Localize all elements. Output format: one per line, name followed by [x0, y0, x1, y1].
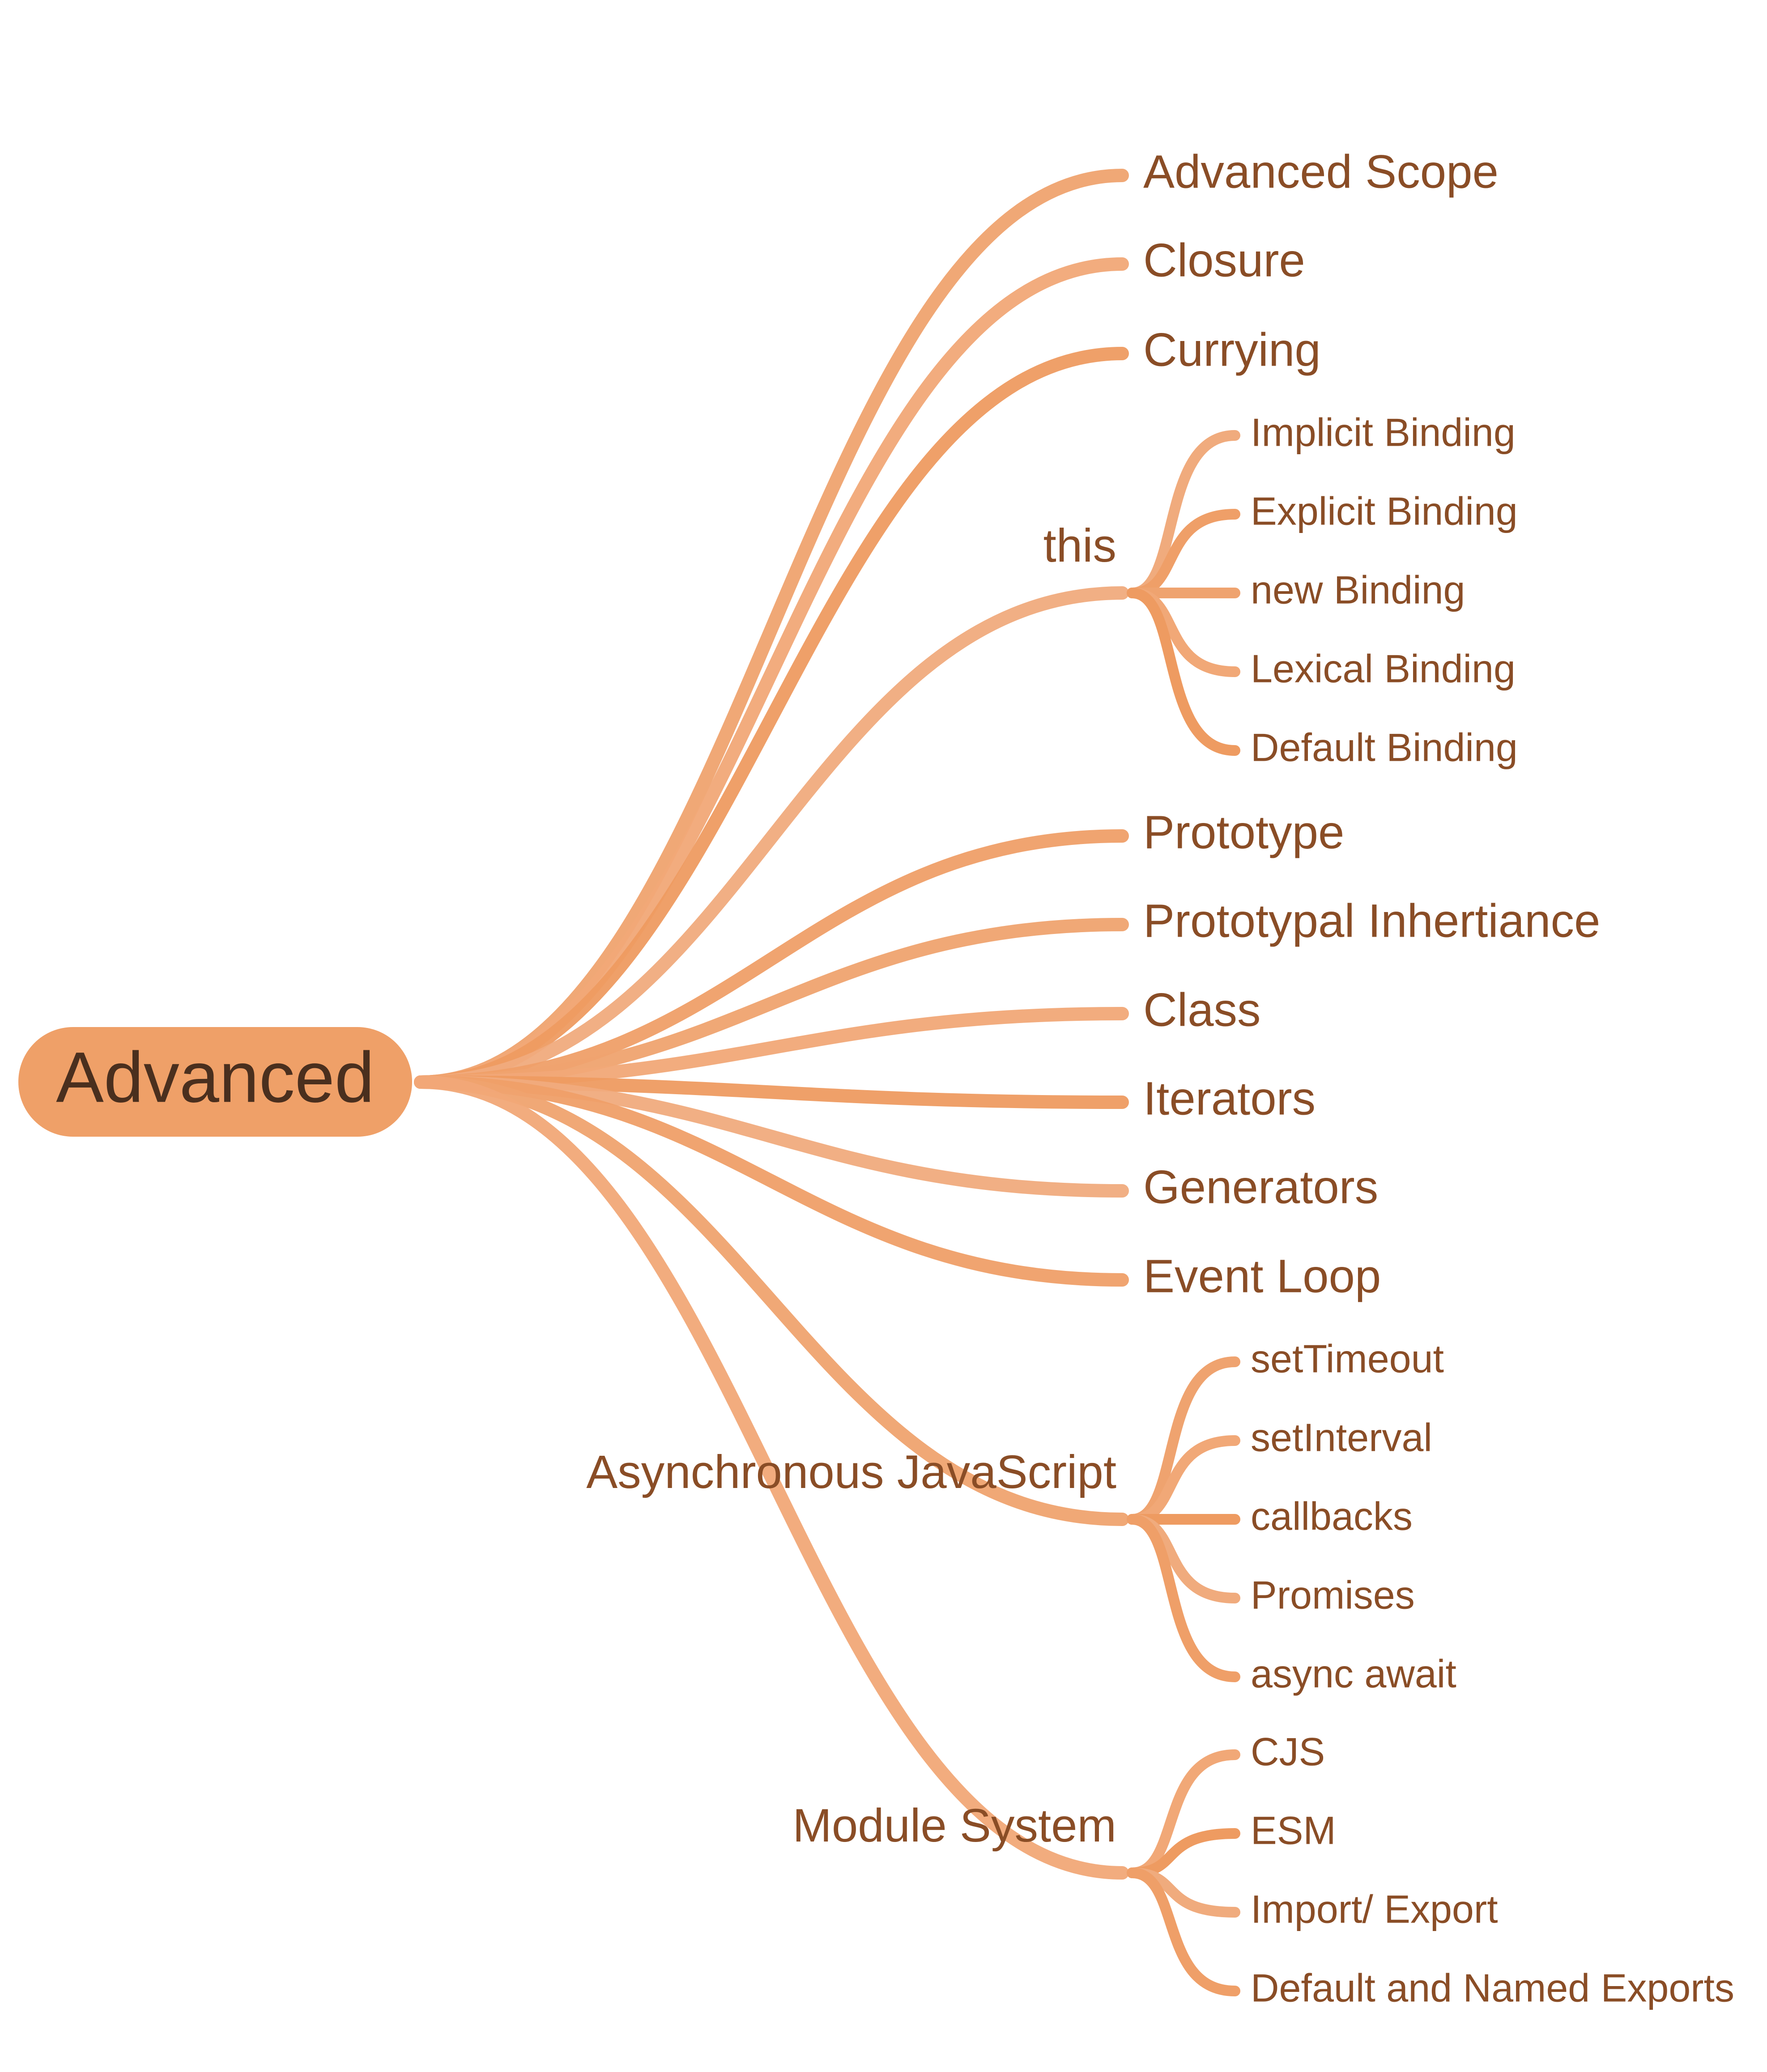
branch-label-prototype[interactable]: Prototype: [1143, 806, 1344, 859]
branch-edge-event-loop: [414, 1075, 1129, 1287]
branch-label-prototypal-inhertiance[interactable]: Prototypal Inhertiance: [1143, 895, 1600, 947]
child-edge-default-and-named-exports: [1127, 1867, 1240, 1996]
branch-edge-advanced-scope: [414, 169, 1129, 1089]
branch-label-currying[interactable]: Currying: [1143, 324, 1321, 376]
child-label-default-and-named-exports[interactable]: Default and Named Exports: [1251, 1965, 1734, 2010]
branch-label-iterators[interactable]: Iterators: [1143, 1073, 1316, 1125]
child-edge-default-binding: [1127, 588, 1240, 756]
child-edge-esm: [1127, 1828, 1240, 1878]
branch-label-asynchronous-javascript[interactable]: Asynchronous JavaScript: [586, 1446, 1116, 1498]
child-label-callbacks[interactable]: callbacks: [1251, 1494, 1413, 1538]
child-label-lexical-binding[interactable]: Lexical Binding: [1251, 646, 1516, 691]
child-label-esm[interactable]: ESM: [1251, 1808, 1336, 1852]
child-edge-cjs: [1127, 1749, 1240, 1878]
branch-label-closure[interactable]: Closure: [1143, 234, 1305, 287]
child-label-settimeout[interactable]: setTimeout: [1251, 1336, 1444, 1381]
branch-edge-this: [414, 586, 1129, 1089]
branch-label-module-system[interactable]: Module System: [792, 1799, 1116, 1852]
root-node-shape: [18, 1027, 412, 1137]
child-edge-async-await: [1127, 1514, 1240, 1682]
branch-label-class[interactable]: Class: [1143, 984, 1261, 1036]
branch-label-generators[interactable]: Generators: [1143, 1161, 1378, 1214]
mind-map-edges: [414, 169, 1240, 1996]
child-label-import-export[interactable]: Import/ Export: [1251, 1887, 1498, 1931]
branch-edge-module-system: [414, 1075, 1129, 1880]
branch-label-advanced-scope[interactable]: Advanced Scope: [1143, 146, 1499, 198]
branch-label-this[interactable]: this: [1043, 520, 1116, 572]
branch-label-event-loop[interactable]: Event Loop: [1143, 1250, 1381, 1303]
child-label-default-binding[interactable]: Default Binding: [1251, 725, 1518, 769]
child-label-promises[interactable]: Promises: [1251, 1573, 1415, 1617]
child-label-new-binding[interactable]: new Binding: [1251, 567, 1465, 612]
branch-edge-asynchronous-javascript: [414, 1075, 1129, 1526]
child-label-async-await[interactable]: async await: [1251, 1651, 1456, 1696]
child-label-cjs[interactable]: CJS: [1251, 1729, 1325, 1774]
root-node[interactable]: Advanced: [18, 1027, 412, 1137]
child-label-explicit-binding[interactable]: Explicit Binding: [1251, 489, 1518, 533]
child-label-implicit-binding[interactable]: Implicit Binding: [1251, 410, 1516, 454]
child-label-setinterval[interactable]: setInterval: [1251, 1415, 1432, 1459]
root-node-label: Advanced: [56, 1037, 375, 1117]
branch-edge-currying: [414, 347, 1129, 1089]
